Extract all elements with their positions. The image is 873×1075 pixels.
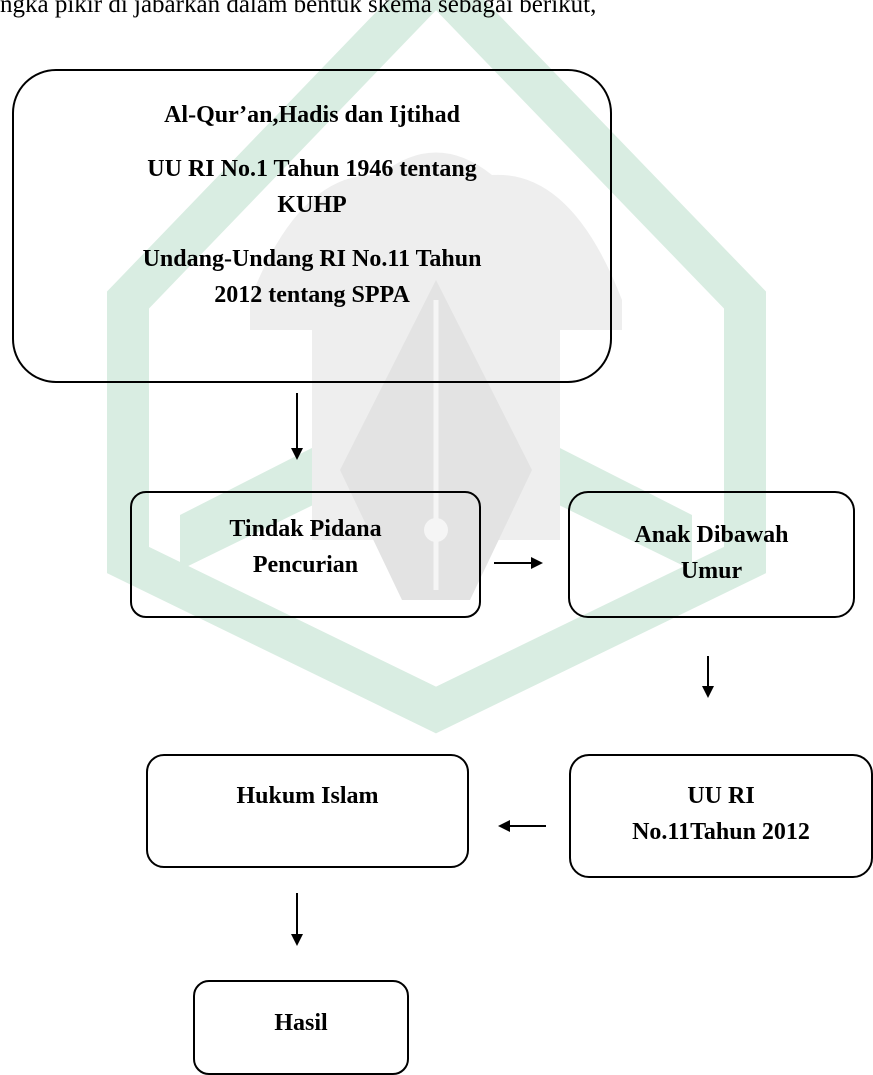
child-line-1: Anak Dibawah [634,522,789,548]
box-legal-sources: Al-Qur’an,Hadis dan Ijtihad UU RI No.1 T… [12,69,612,383]
box-theft-crime: Tindak Pidana Pencurian [130,491,481,618]
intro-text: ngka pikir di jabarkan dalam bentuk skem… [0,0,597,18]
sources-line-1: Al-Qur’an,Hadis dan Ijtihad [164,102,460,128]
sources-line-3: KUHP [277,192,347,218]
sources-line-4: Undang-Undang RI No.11 Tahun [142,246,482,272]
box-underage-child: Anak Dibawah Umur [568,491,855,618]
watermark-outer-diamond [107,0,766,734]
sources-line-5: 2012 tentang SPPA [214,282,410,308]
box-uu-ri: UU RI No.11Tahun 2012 [569,754,873,878]
theft-line-1: Tindak Pidana [229,516,382,542]
box-islamic-law: Hukum Islam [146,754,469,868]
result-line-1: Hasil [274,1010,328,1036]
child-line-2: Umur [680,558,743,584]
sources-line-2: UU RI No.1 Tahun 1946 tentang [147,156,477,182]
sources-para-sppa: Undang-Undang RI No.11 Tahun 2012 tentan… [143,241,482,313]
law-line-1: Hukum Islam [236,783,379,809]
uu-line-2: No.11Tahun 2012 [632,819,810,845]
theft-line-2: Pencurian [252,552,359,578]
uu-line-1: UU RI [687,783,755,809]
sources-para-kuhp: UU RI No.1 Tahun 1946 tentang KUHP [147,151,476,223]
